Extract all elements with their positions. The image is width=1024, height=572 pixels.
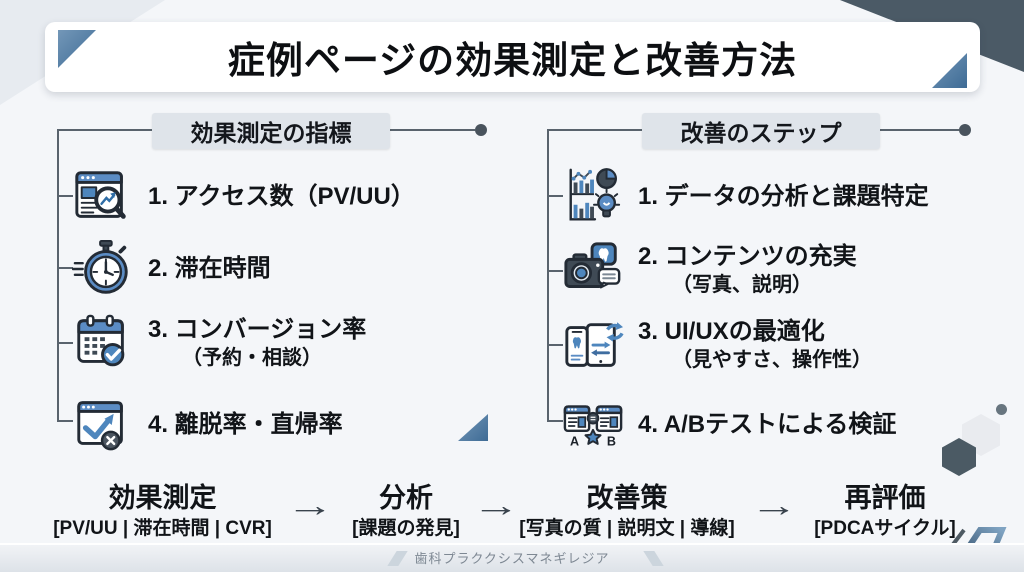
item-label: 2. コンテンツの充実 <box>638 243 857 270</box>
item-sublabel: （予約・相談） <box>182 347 322 369</box>
footer-brand-text: 歯科プラククシスマネギレジア <box>414 551 610 566</box>
connector-line <box>57 129 152 131</box>
dot-decoration <box>996 404 1007 415</box>
flow-step-measure: 効果測定 [PV/UU | 滞在時間 | CVR] <box>35 483 290 541</box>
browser-analytics-icon <box>75 171 126 219</box>
connector-tick <box>57 267 73 269</box>
item-label: 1. アクセス数（PV/UU） <box>148 183 415 210</box>
flow-step-sub: [写真の質 | 説明文 | 導線] <box>519 518 735 539</box>
list-item-access: 1. アクセス数（PV/UU） <box>72 165 415 229</box>
triangle-decoration-middle <box>458 414 488 441</box>
section-header-steps: 改善のステップ <box>642 113 880 149</box>
title-bar: 症例ページの効果測定と改善方法 <box>45 22 980 92</box>
uiux-devices-icon <box>565 322 624 367</box>
flow-step-reevaluate: 再評価 [PDCAサイクル] <box>795 483 975 541</box>
list-item-content: 2. コンテンツの充実 （写真、説明） <box>562 239 857 303</box>
connector-dot <box>959 124 971 136</box>
item-label: 3. UI/UXの最適化 <box>638 318 825 345</box>
list-item-uiux: 3. UI/UXの最適化 （見やすさ、操作性） <box>562 314 872 378</box>
bounce-exit-icon <box>77 401 123 451</box>
connector-tick <box>57 195 73 197</box>
connector-tick <box>547 344 563 346</box>
data-analysis-icon <box>569 168 621 221</box>
connector-tick <box>57 342 73 344</box>
list-item-bounce: 4. 離脱率・直帰率 <box>72 393 343 457</box>
list-item-analysis: 1. データの分析と課題特定 <box>562 165 929 229</box>
list-item-duration: 2. 滞在時間 <box>72 237 271 301</box>
connector-line <box>547 129 642 131</box>
item-label: 4. 離脱率・直帰率 <box>148 411 343 438</box>
item-label: 1. データの分析と課題特定 <box>638 183 929 210</box>
flow-step-title: 再評価 <box>844 483 926 513</box>
flow-arrow: → <box>286 487 334 523</box>
flow-step-sub: [PV/UU | 滞在時間 | CVR] <box>53 518 272 539</box>
item-sublabel: （写真、説明） <box>672 274 812 296</box>
page-title: 症例ページの効果測定と改善方法 <box>227 40 798 81</box>
connector-line <box>547 129 549 422</box>
calendar-check-icon <box>77 314 125 367</box>
flow-arrow: → <box>750 487 798 523</box>
connector-tick <box>547 195 563 197</box>
stopwatch-icon <box>72 239 128 294</box>
list-item-abtest: A B 4. A/Bテストによる検証 <box>562 393 896 457</box>
camera-content-icon <box>564 242 621 289</box>
flow-step-sub: [課題の発見] <box>352 518 460 539</box>
flow-step-title: 改善策 <box>586 483 668 513</box>
ab-icon-label-b: B <box>607 434 616 448</box>
connector-line <box>880 129 959 131</box>
connector-line <box>57 129 59 422</box>
connector-tick <box>547 270 563 272</box>
connector-tick <box>57 420 73 422</box>
hexagon-decoration-dark <box>942 438 976 476</box>
flow-arrow: → <box>472 487 520 523</box>
item-label: 2. 滞在時間 <box>148 255 271 282</box>
item-label: 3. コンバージョン率 <box>148 316 367 343</box>
flow-step-sub: [PDCAサイクル] <box>814 518 956 539</box>
flow-step-title: 効果測定 <box>108 483 217 513</box>
list-item-conversion: 3. コンバージョン率 （予約・相談） <box>72 312 366 376</box>
connector-tick <box>547 420 563 422</box>
connector-line <box>390 129 475 131</box>
flow-step-improve: 改善策 [写真の質 | 説明文 | 導線] <box>516 483 738 541</box>
connector-dot <box>475 124 487 136</box>
flow-step-title: 分析 <box>379 483 433 513</box>
footer-band <box>0 543 1024 572</box>
section-header-metrics: 効果測定の指標 <box>152 113 390 149</box>
item-sublabel: （見やすさ、操作性） <box>672 349 872 371</box>
ab-icon-label-a: A <box>570 434 579 448</box>
item-label: 4. A/Bテストによる検証 <box>638 411 897 438</box>
flow-step-analyze: 分析 [課題の発見] <box>330 483 482 541</box>
ab-test-icon: A B <box>563 405 623 448</box>
